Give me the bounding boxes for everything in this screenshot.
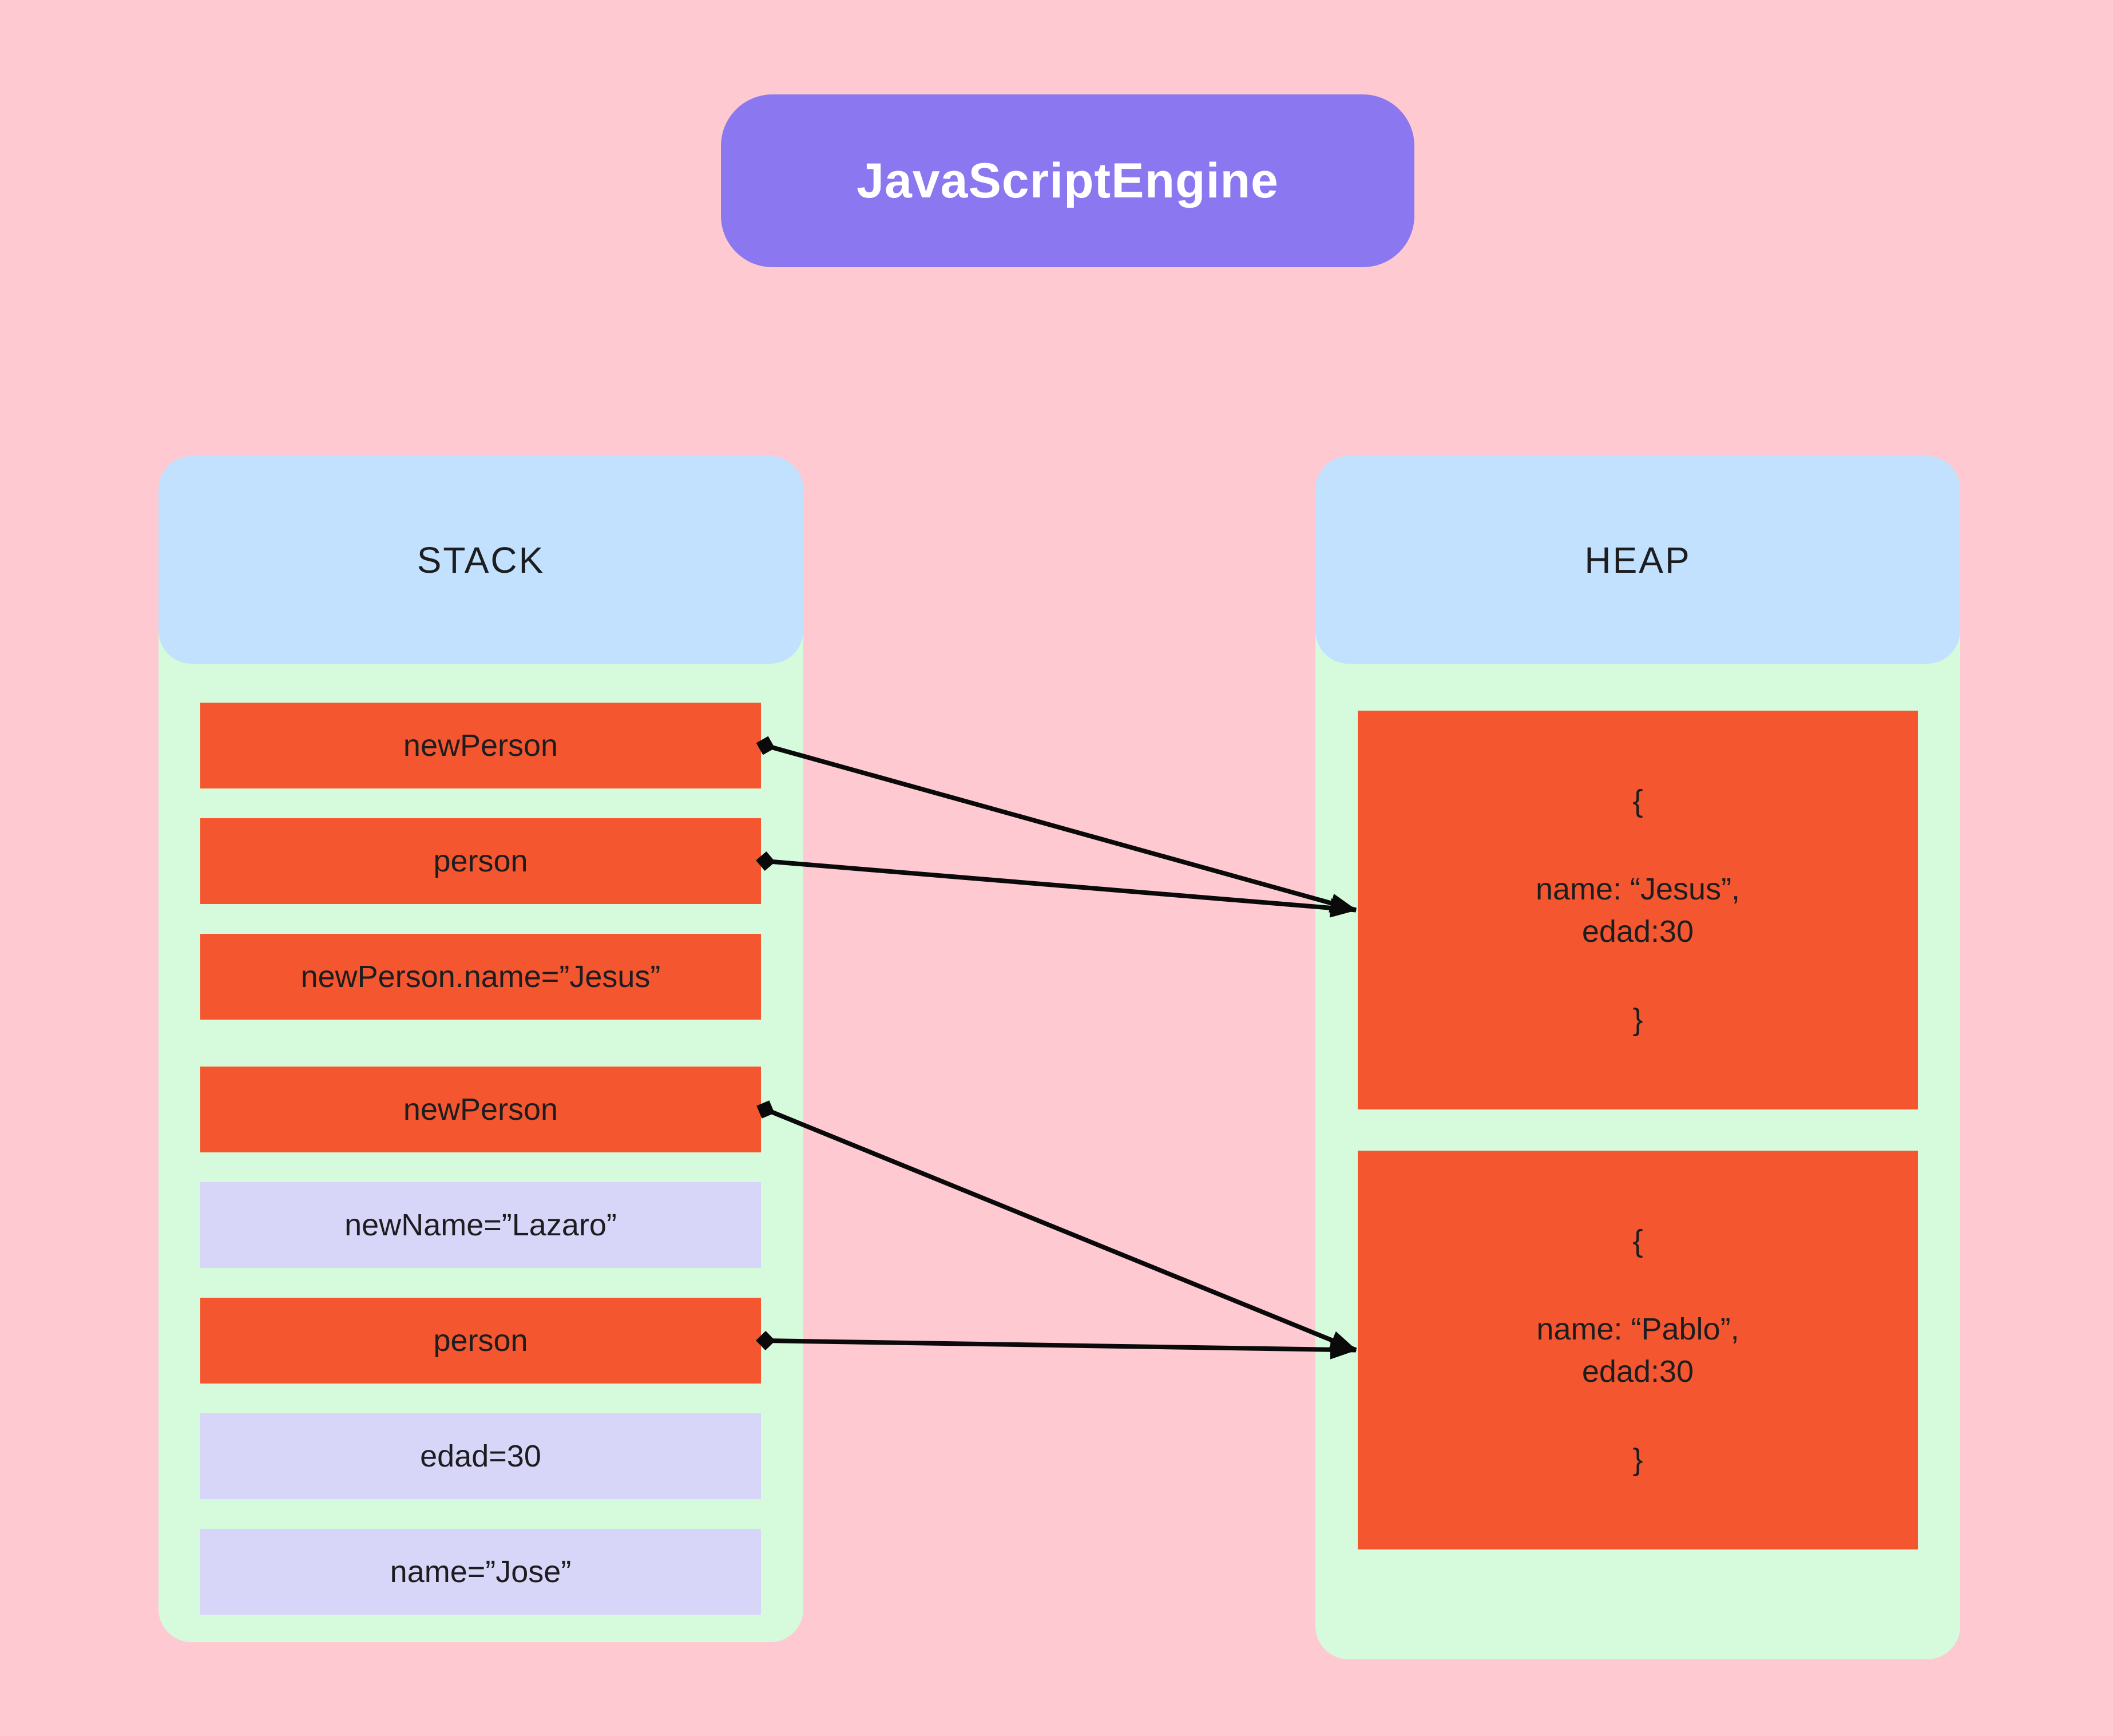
stack-item-label: person (433, 1323, 528, 1358)
stack-item: edad=30 (200, 1413, 761, 1499)
heap-objects-list: { name: “Jesus”, edad:30} { name: “Pablo”, ed… (1358, 711, 1918, 1549)
heap-object-close-brace: } (1632, 1002, 1643, 1037)
title-label: JavaScriptEngine (857, 153, 1279, 208)
stack-item: newPerson (200, 1067, 761, 1152)
stack-item: person (200, 1298, 761, 1384)
stack-item-label: newName=”Lazaro” (344, 1208, 617, 1242)
stack-item: name=”Jose” (200, 1529, 761, 1615)
heap-object-line: edad:30 (1581, 1354, 1694, 1389)
heap-object-open-brace: { (1632, 783, 1643, 818)
reference-arrow (756, 1331, 1357, 1360)
heap-object-close-brace: } (1632, 1442, 1643, 1477)
stack-title: STACK (417, 539, 545, 581)
reference-arrow (756, 851, 1357, 918)
stack-item-label: person (433, 844, 528, 878)
heap-title: HEAP (1584, 539, 1691, 581)
heap-object-line: name: “Jesus”, (1535, 871, 1741, 906)
heap-object-line: name: “Pablo”, (1536, 1311, 1739, 1346)
stack-panel-header: STACK (158, 456, 803, 664)
stack-item: person (200, 818, 761, 904)
heap-panel-header: HEAP (1315, 456, 1960, 664)
heap-object: { name: “Pablo”, edad:30} (1358, 1151, 1918, 1549)
heap-object-line: edad:30 (1581, 914, 1694, 949)
title-badge: JavaScriptEngine (721, 94, 1414, 267)
heap-object-open-brace: { (1632, 1223, 1643, 1258)
stack-item-label: edad=30 (420, 1439, 541, 1473)
stack-item: newName=”Lazaro” (200, 1182, 761, 1268)
stack-item: newPerson.name=”Jesus” (200, 934, 761, 1020)
stack-item-label: newPerson.name=”Jesus” (300, 960, 661, 994)
stack-item-label: newPerson (403, 728, 558, 763)
reference-arrow (756, 736, 1357, 913)
stack-item: newPerson (200, 703, 761, 788)
stack-item-label: newPerson (403, 1092, 558, 1127)
heap-object: { name: “Jesus”, edad:30} (1358, 711, 1918, 1109)
reference-arrow (756, 1100, 1357, 1353)
stack-items-list: newPerson person newPerson.name=”Jesus” new… (200, 703, 761, 1615)
stack-item-label: name=”Jose” (390, 1555, 572, 1589)
